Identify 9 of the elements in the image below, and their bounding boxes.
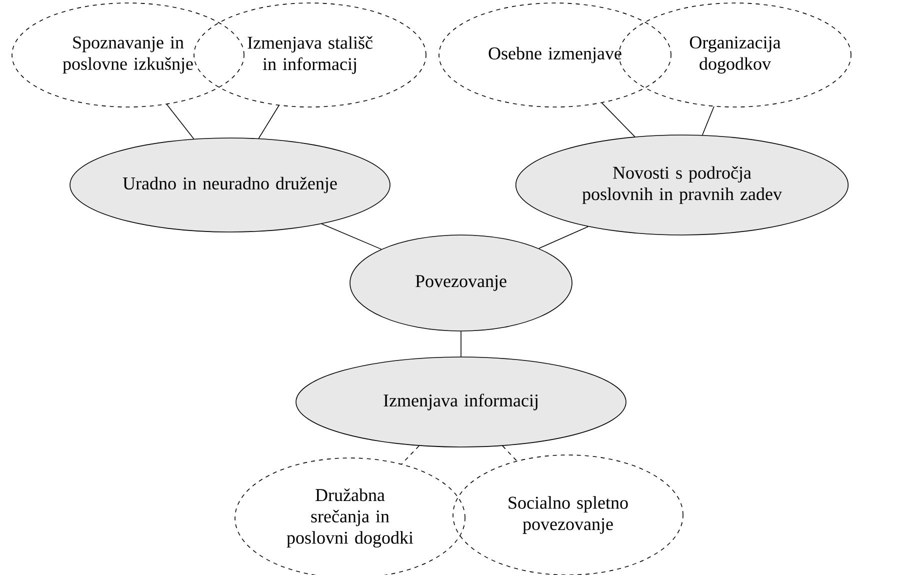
connector-line bbox=[258, 105, 280, 139]
connector-line bbox=[401, 446, 420, 464]
connector-line bbox=[502, 446, 518, 462]
connector-line bbox=[166, 104, 194, 140]
connector-line bbox=[538, 226, 589, 249]
connector-line bbox=[460, 331, 462, 357]
connector-line bbox=[702, 106, 714, 136]
connector-line bbox=[321, 223, 382, 250]
connector-line bbox=[601, 102, 636, 138]
